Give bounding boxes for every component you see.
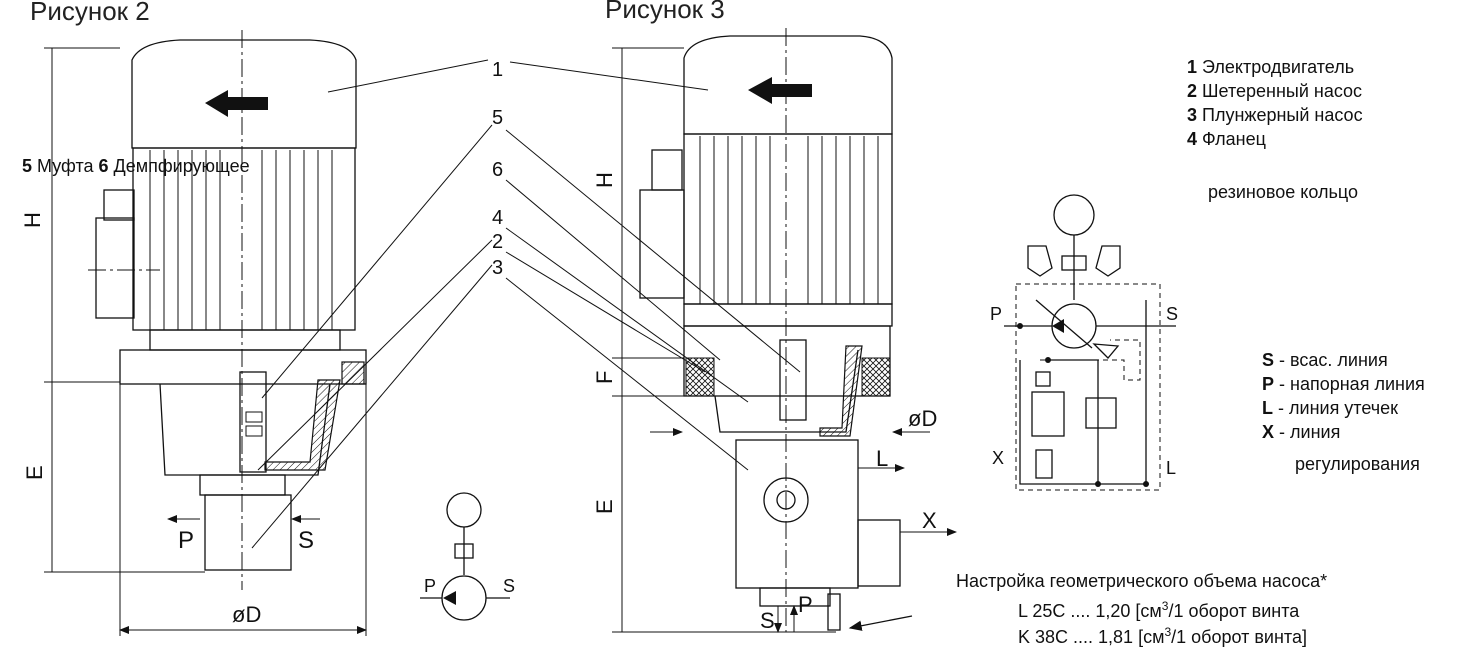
legend-line-item: L - линия утечек [1262, 396, 1425, 420]
dim-h-fig2: H [20, 212, 45, 228]
setup-line-2-tail: /1 оборот винта] [1171, 627, 1307, 647]
legend-line-item: P - напорная линия [1262, 372, 1425, 396]
legend-letter: S [1262, 350, 1275, 370]
figure-3-title: Рисунок 3 [605, 0, 725, 24]
label-p-fig3: P [798, 592, 813, 617]
hydraulic-p: P [990, 304, 1002, 324]
label-l-fig3: L [876, 446, 888, 471]
callout-1: 1 [492, 59, 503, 81]
legend-top-continued: резиновое кольцо [1208, 182, 1358, 202]
small-symbol-s: S [503, 576, 515, 596]
label-x-fig3: X [922, 508, 937, 533]
pump-symbol-small [420, 492, 510, 621]
legend-item: 4 Фланец [1187, 127, 1363, 151]
dim-h-fig3: H [592, 172, 617, 188]
legend-text: Электродвигатель [1202, 57, 1355, 77]
figure-2-drawing [44, 30, 493, 636]
callout-4: 4 [492, 207, 503, 229]
figure-3-drawing [505, 28, 957, 633]
callout-6: 6 [492, 159, 503, 181]
label-p-fig2: P [178, 527, 194, 554]
hydraulic-x: X [992, 448, 1004, 468]
hydraulic-l: L [1166, 458, 1176, 478]
dim-d-fig2: øD [232, 602, 261, 627]
legend-5-num: 5 [22, 156, 33, 176]
figure-2-title: Рисунок 2 [30, 0, 150, 26]
dim-d-fig3: øD [908, 406, 937, 431]
legend-num: 2 [1187, 81, 1198, 101]
label-s-fig2: S [298, 527, 314, 554]
hydraulic-s: S [1166, 304, 1178, 324]
setup-line-2-sup: 3 [1164, 625, 1172, 639]
dim-f-fig3: F [592, 371, 617, 384]
legend-lines: S - всас. линия P - напорная линия L - л… [1262, 348, 1425, 444]
legend-5-text: Муфта [37, 156, 94, 176]
legend-left: 5 Муфта 6 Демпфирующее [22, 154, 250, 178]
setup-title: Настройка геометрического объема насоса* [956, 571, 1328, 591]
legend-6-text: Демпфирующее [113, 156, 250, 176]
callout-3: 3 [492, 257, 503, 279]
legend-line-item: X - линия [1262, 420, 1425, 444]
callout-5: 5 [492, 107, 503, 129]
legend-text: Плунжерный насос [1202, 105, 1363, 125]
dim-e-fig3: E [592, 499, 617, 514]
legend-item: 2 Шетеренный насос [1187, 79, 1363, 103]
legend-lines-continued: регулирования [1295, 454, 1420, 474]
setup-line-1: L 25C .... 1,20 [см3/1 оборот винта [1018, 594, 1299, 623]
legend-6-num: 6 [98, 156, 109, 176]
dim-e-fig2: E [22, 465, 47, 480]
legend-line-item: S - всас. линия [1262, 348, 1425, 372]
legend-line-text: - напорная линия [1279, 374, 1425, 394]
legend-letter: L [1262, 398, 1273, 418]
callout-2: 2 [492, 231, 503, 253]
legend-line-text: - линия утечек [1278, 398, 1399, 418]
legend-item: 1 Электродвигатель [1187, 55, 1363, 79]
legend-item: 3 Плунжерный насос [1187, 103, 1363, 127]
legend-num: 1 [1187, 57, 1198, 77]
setup-line-1-model: L 25C .... 1,20 [см [1018, 601, 1162, 621]
setup-line-2-model: K 38C .... 1,81 [см [1018, 627, 1165, 647]
legend-num: 3 [1187, 105, 1198, 125]
label-s-fig3: S [760, 608, 775, 633]
legend-letter: P [1262, 374, 1275, 394]
setup-line-1-sup: 3 [1161, 599, 1169, 613]
setup-line-2: K 38C .... 1,81 [см3/1 оборот винта] [1018, 620, 1307, 649]
setup-line-1-tail: /1 оборот винта [1168, 601, 1300, 621]
legend-line-text: - линия [1279, 422, 1341, 442]
legend-text: Фланец [1202, 129, 1266, 149]
small-symbol-p: P [424, 576, 436, 596]
hydraulic-schematic [1004, 194, 1176, 491]
legend-top: 1 Электродвигатель 2 Шетеренный насос 3 … [1187, 55, 1363, 151]
legend-text: Шетеренный насос [1202, 81, 1363, 101]
legend-num: 4 [1187, 129, 1198, 149]
legend-letter: X [1262, 422, 1275, 442]
legend-line-text: - всас. линия [1279, 350, 1388, 370]
